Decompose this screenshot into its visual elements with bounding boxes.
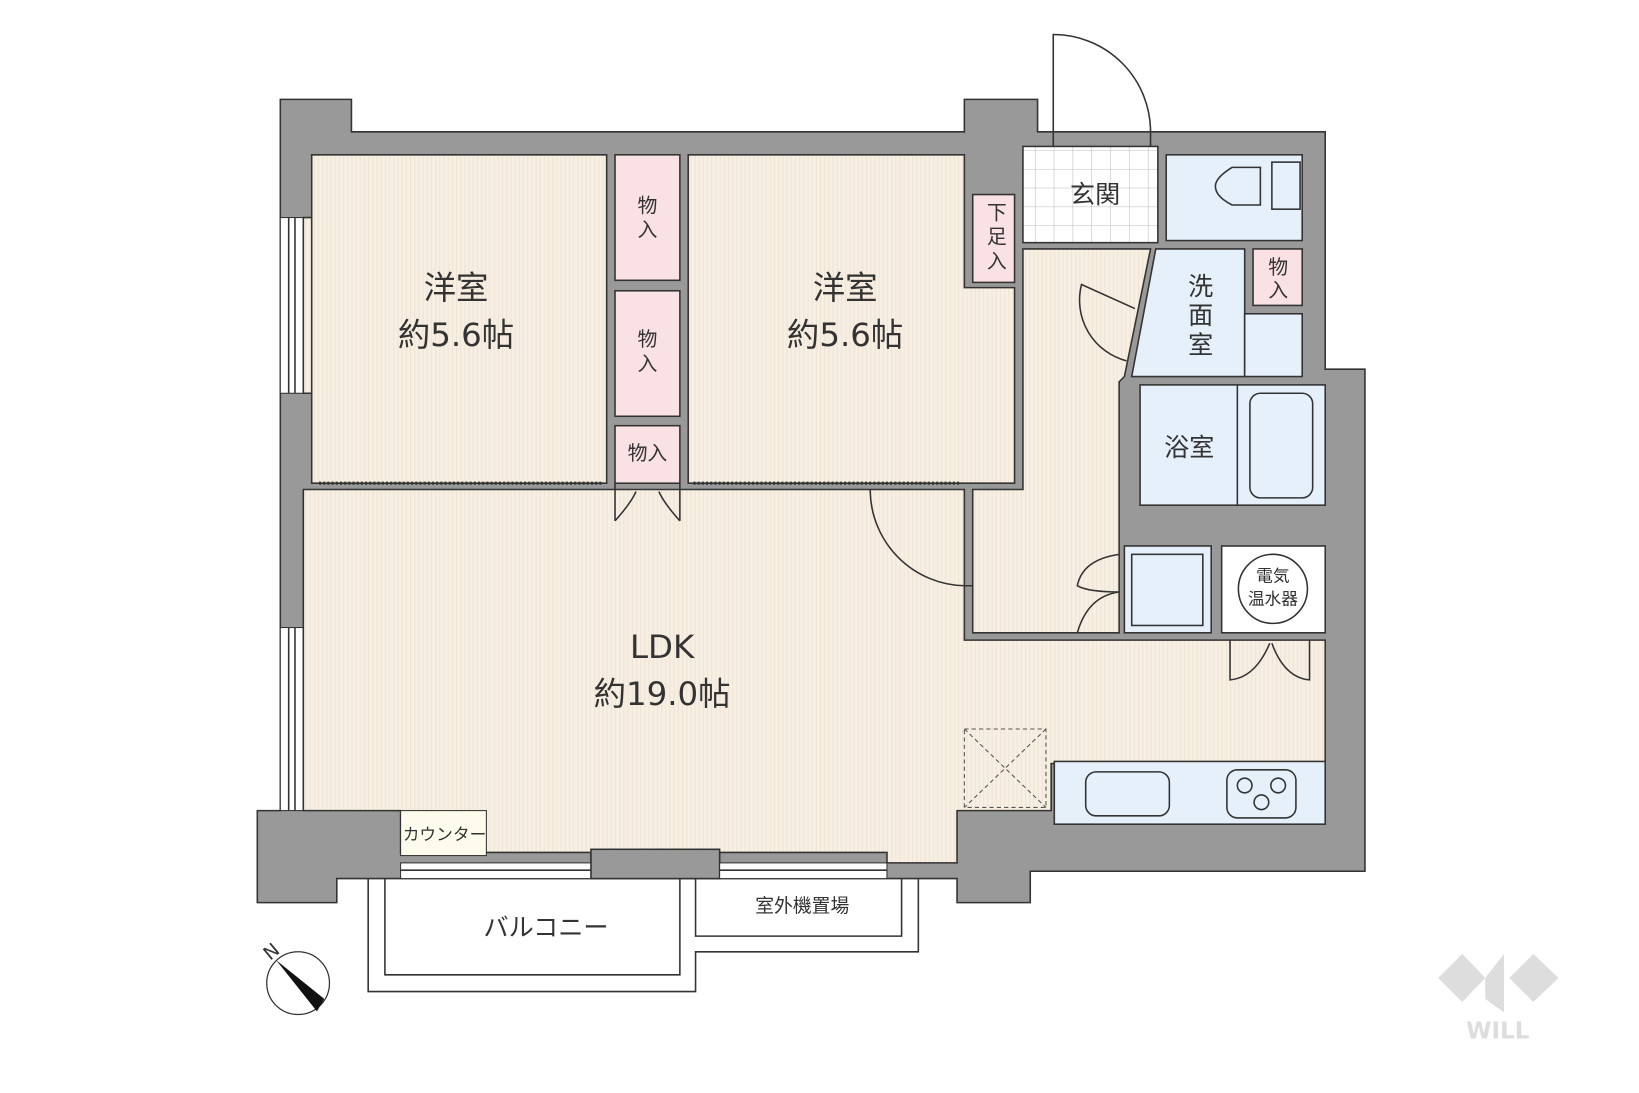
closet-1: [614, 154, 681, 282]
label-balcony: バルコニー: [484, 913, 609, 942]
refrigerator-space: [963, 728, 1047, 808]
label-shoe-storage: 入: [987, 250, 1007, 273]
label-washroom: 洗: [1188, 272, 1213, 301]
washer-icon: [1130, 553, 1204, 627]
closet-3: [614, 424, 681, 485]
entrance-tiles: [1022, 145, 1159, 244]
vanity-sink: [1243, 312, 1303, 378]
room-western-1: [302, 154, 608, 485]
label-closet-2: 入: [638, 352, 658, 375]
closet-door[interactable]: [614, 483, 681, 522]
room-name-western-2: 洋室: [813, 269, 878, 307]
washroom-door[interactable]: [1078, 283, 1136, 362]
window-left-bedroom: [279, 217, 304, 394]
label-storage-small: 物: [1268, 256, 1288, 279]
counter: [400, 810, 487, 857]
label-water-heater: 温水器: [1248, 589, 1298, 609]
label-storage-small: 入: [1268, 279, 1288, 302]
ac-unit-area: [694, 878, 903, 937]
will-logo: WILL: [1438, 953, 1559, 1045]
room-name-ldk: LDK: [630, 628, 695, 666]
sink-icon: [1084, 771, 1171, 817]
closet-door-hall[interactable]: [1076, 553, 1120, 634]
ldk-door[interactable]: [869, 489, 973, 587]
label-washroom: 室: [1188, 331, 1213, 360]
hallway: [971, 248, 1152, 634]
toilet-tank: [1271, 161, 1301, 210]
window-left-ldk: [279, 627, 304, 812]
kitchen-counter: [1053, 760, 1326, 825]
water-heater-icon: [1237, 553, 1309, 625]
room-name-western-1: 洋室: [424, 269, 489, 307]
toilet-bowl-icon: [1214, 166, 1262, 206]
label-closet-3: 物入: [628, 442, 668, 465]
stove-icon: [1226, 769, 1297, 819]
compass-icon: N: [260, 940, 331, 1016]
wall-pillar: [590, 848, 721, 880]
label-closet-1: 物: [638, 194, 658, 217]
closet-2: [614, 289, 681, 418]
label-counter: カウンター: [403, 824, 487, 844]
water-heater-door[interactable]: [1229, 640, 1311, 681]
label-bathroom: 浴室: [1164, 433, 1214, 462]
room-size-western-1: 約5.6帖: [398, 316, 514, 354]
window-bottom-left: [400, 862, 592, 880]
label-shoe-storage: 足: [987, 226, 1007, 249]
bathtub: [1249, 392, 1314, 499]
shoe-storage: [971, 193, 1016, 284]
label-ac-unit-area: 室外機置場: [755, 895, 849, 917]
label-shoe-storage: 下: [987, 202, 1007, 225]
label-water-heater: 電気: [1256, 566, 1290, 586]
room-size-western-2: 約5.6帖: [787, 316, 903, 354]
label-closet-2: 物: [638, 328, 658, 351]
washing-machine-pan: [1123, 545, 1212, 634]
bathroom: [1139, 384, 1326, 506]
label-closet-1: 入: [638, 218, 658, 241]
room-size-ldk: 約19.0帖: [594, 675, 731, 713]
storage-small: [1252, 248, 1303, 307]
logo-text: WILL: [1466, 1019, 1530, 1045]
entrance-door[interactable]: [1052, 33, 1152, 147]
window-bottom-right: [719, 862, 888, 880]
balcony-inner: [384, 878, 681, 976]
label-entrance: 玄関: [1070, 180, 1120, 209]
label-washroom: 面: [1188, 301, 1213, 330]
balcony-outline: [367, 878, 920, 993]
room-western-2: [687, 154, 1016, 485]
